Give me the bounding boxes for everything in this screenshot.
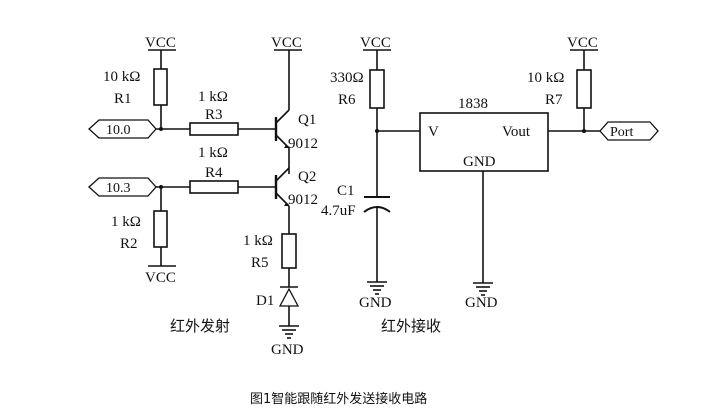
gnd-d1-label: GND <box>271 342 304 358</box>
ic-pin-gnd: GND <box>463 154 496 170</box>
ic-pin-vout: Vout <box>502 124 531 140</box>
ic-part-label: 1838 <box>458 96 488 112</box>
port-10-0: 10.0 <box>88 119 157 139</box>
label-receive: 红外接收 <box>381 317 441 335</box>
q1-name: Q1 <box>298 112 316 128</box>
resistor-r4 <box>189 180 239 194</box>
resistor-r3 <box>189 122 239 136</box>
vcc-q1-label: VCC <box>271 35 302 51</box>
gnd-ic: GND <box>465 282 498 311</box>
diode-d1 <box>278 286 300 307</box>
port-10-3: 10.3 <box>88 177 157 197</box>
r6-value: 330Ω <box>330 70 364 86</box>
c1-value: 4.7uF <box>321 203 356 219</box>
r7-value: 10 kΩ <box>527 70 564 86</box>
transistor-q1 <box>274 109 290 149</box>
r4-name: R4 <box>205 165 223 181</box>
r5-name: R5 <box>251 255 269 271</box>
r2-value: 1 kΩ <box>111 214 141 230</box>
r6-name: R6 <box>338 92 356 108</box>
vcc-r7-label: VCC <box>567 35 598 51</box>
r1-name: R1 <box>114 91 132 107</box>
q2-part: 9012 <box>288 192 318 208</box>
r2-name: R2 <box>120 236 138 252</box>
ic-1838: 1838 V Vout GND <box>419 96 549 172</box>
vcc-q1: VCC <box>271 35 302 51</box>
port-out-label: Port <box>610 125 633 140</box>
gnd-d1: GND <box>271 325 304 358</box>
label-transmit: 红外发射 <box>170 317 230 335</box>
gnd-ic-label: GND <box>465 295 498 311</box>
resistor-r6 <box>369 69 385 109</box>
port-10-0-label: 10.0 <box>106 123 131 138</box>
c1-name: C1 <box>337 183 355 199</box>
r3-value: 1 kΩ <box>198 89 228 105</box>
gnd-c1: GND <box>359 281 392 311</box>
q1-part: 9012 <box>288 136 318 152</box>
vcc-r1-label: VCC <box>145 35 176 51</box>
gnd-c1-label: GND <box>359 295 392 311</box>
r1-value: 10 kΩ <box>103 69 140 85</box>
vcc-r2: VCC <box>145 265 176 286</box>
resistor-r2 <box>153 210 168 248</box>
r5-value: 1 kΩ <box>243 233 273 249</box>
ic-pin-v: V <box>428 124 439 140</box>
resistor-r1 <box>153 68 168 106</box>
transistor-q2 <box>274 167 290 207</box>
figure-caption: 图1智能跟随红外发送接收电路 <box>250 391 427 407</box>
vcc-r2-label: VCC <box>145 270 176 286</box>
q2-name: Q2 <box>298 169 316 185</box>
r4-value: 1 kΩ <box>198 145 228 161</box>
port-10-3-label: 10.3 <box>106 181 131 196</box>
resistor-r7 <box>576 69 592 109</box>
d1-name: D1 <box>256 293 274 309</box>
resistor-r5 <box>281 233 297 269</box>
vcc-r7: VCC <box>567 35 598 51</box>
port-out: Port <box>599 121 659 141</box>
vcc-r6-label: VCC <box>360 35 391 51</box>
vcc-r6: VCC <box>360 35 391 51</box>
vcc-r1: VCC <box>145 35 176 51</box>
r3-name: R3 <box>205 107 223 123</box>
r7-name: R7 <box>545 92 563 108</box>
